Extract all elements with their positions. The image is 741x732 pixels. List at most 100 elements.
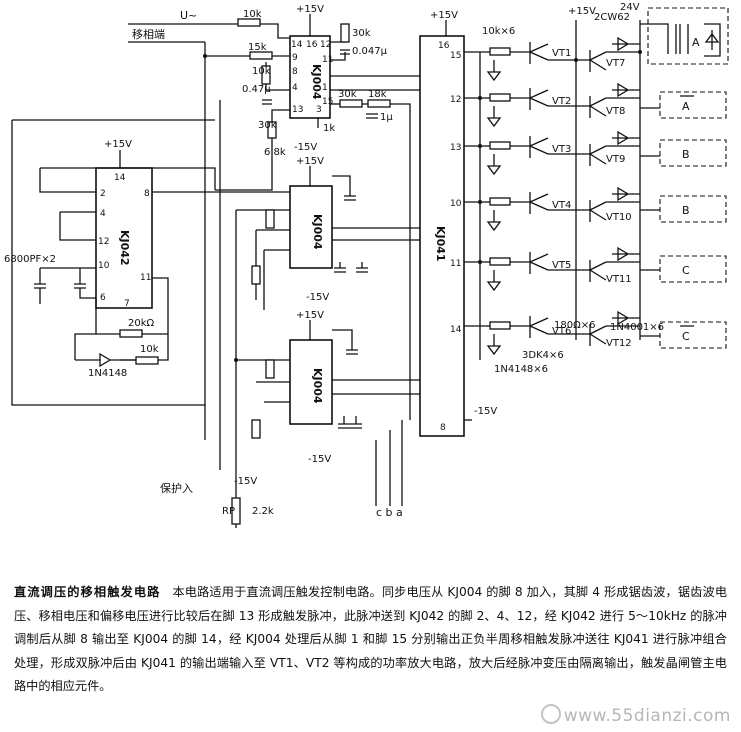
vt9-label: VT9 (606, 154, 625, 165)
r-68k-label: 6.8k (264, 147, 286, 158)
c-0047-label: 0.047μ (352, 46, 388, 57)
svg-text:2: 2 (100, 189, 106, 199)
r-10k-label-3: 10k (140, 344, 159, 355)
r-30k-label-3: 30k (338, 89, 357, 100)
vt2-label: VT2 (552, 96, 571, 107)
vcc-label-top: +15V (296, 4, 324, 15)
vt10-label: VT10 (606, 212, 632, 223)
ic-kj004-1-name: KJ004 (310, 64, 323, 100)
vt5-label: VT5 (552, 260, 571, 271)
c-047-label: 0.47μ (242, 84, 271, 95)
vee-label-2: -15V (306, 292, 329, 303)
diode-1n4148-label: 1N4148 (88, 368, 127, 379)
ic-kj004-3 (289, 339, 333, 425)
caption: 直流调压的移相触发电路 本电路适用于直流调压触发控制电路。同步电压从 KJ004… (14, 581, 727, 699)
svg-text:15: 15 (322, 97, 333, 107)
ic-kj004-1 (289, 35, 331, 119)
output-channels (464, 20, 660, 360)
vcc-label-vt7: +15V (568, 6, 596, 17)
output-b-bar-label: B (682, 204, 690, 217)
pulse-transformer-a: A (640, 7, 729, 65)
svg-text:1: 1 (322, 83, 328, 93)
vt7-label: VT7 (606, 58, 625, 69)
c-6800pf-label: 6800PF×2 (4, 254, 56, 265)
r-15k-label: 15k (248, 42, 267, 53)
r-10k-label: 10k (243, 9, 262, 20)
vcc-label-2: +15V (296, 156, 324, 167)
phase-inputs-cba-label: c b a (376, 506, 403, 519)
vcc-label-kj041: +15V (430, 10, 458, 21)
vt11-label: VT11 (606, 274, 632, 285)
svg-text:15: 15 (450, 51, 461, 61)
svg-text:9: 9 (292, 53, 298, 63)
r-10k-label-2: 10k (252, 66, 271, 77)
vcc-label-3: +15V (296, 310, 324, 321)
transistor-3dk4-x6-label: 3DK4×6 (522, 350, 564, 361)
svg-text:14: 14 (291, 40, 303, 50)
output-box-b (659, 139, 727, 167)
svg-text:11: 11 (140, 273, 151, 283)
svg-text:14: 14 (114, 173, 126, 183)
output-c-bar-label: C (682, 330, 690, 343)
output-a-bar-label: A (682, 100, 690, 113)
v24-label: 24V (620, 2, 640, 13)
svg-text:7: 7 (124, 299, 130, 309)
svg-text:4: 4 (292, 83, 298, 93)
vee-label-kj041: -15V (474, 406, 497, 417)
vt6-label: VT6 (552, 326, 571, 337)
ic-kj004-2-name: KJ004 (311, 214, 324, 250)
vt12-label: VT12 (606, 338, 632, 349)
svg-text:8: 8 (144, 189, 150, 199)
output-b-label: B (682, 148, 690, 161)
sync-voltage-label: U~ (180, 9, 197, 22)
svg-text:12: 12 (450, 95, 461, 105)
watermark: www.55dianzi.com (540, 704, 731, 726)
svg-text:12: 12 (320, 40, 331, 50)
caption-body: 本电路适用于直流调压触发控制电路。同步电压从 KJ004 的脚 8 加入，其脚 … (14, 585, 728, 693)
output-box-b-bar (659, 195, 727, 223)
svg-text:11: 11 (450, 259, 461, 269)
svg-text:4: 4 (100, 209, 106, 219)
svg-text:8: 8 (440, 423, 446, 433)
diode-1n4001-x6-label: 1N4001×6 (610, 322, 664, 333)
protect-input-label: 保护入 (160, 481, 193, 495)
vee-label-3: -15V (308, 454, 331, 465)
ic-kj042 (95, 167, 153, 309)
diode-1n4148-x6-label: 1N4148×6 (494, 364, 548, 375)
watermark-logo-icon (540, 704, 561, 724)
svg-text:3: 3 (316, 105, 322, 115)
output-c-label: C (682, 264, 690, 277)
r-22k-label: 2.2k (252, 506, 274, 517)
vt1-label: VT1 (552, 48, 571, 59)
r-18k-label: 18k (368, 89, 387, 100)
watermark-text: www.55dianzi.com (563, 706, 731, 726)
svg-text:12: 12 (98, 237, 109, 247)
r-30k-label-2: 30k (258, 120, 277, 131)
ic-kj004-3-name: KJ004 (311, 368, 324, 404)
potentiometer-rp-label: RP (222, 506, 235, 517)
output-box-c (659, 255, 727, 283)
svg-text:16: 16 (306, 40, 318, 50)
c-1u-label: 1μ (380, 112, 393, 123)
ic-kj041 (419, 35, 465, 437)
svg-text:13: 13 (292, 105, 303, 115)
r-30k-label: 30k (352, 28, 371, 39)
svg-text:6: 6 (100, 293, 106, 303)
zener-2cw62-label: 2CW62 (594, 12, 630, 23)
svg-text:10: 10 (98, 261, 110, 271)
phase-shift-end-label: 移相端 (132, 28, 165, 41)
vcc-label-kj042: +15V (104, 139, 132, 150)
output-box-a-bar (659, 91, 727, 119)
vee-label-1: -15V (294, 142, 317, 153)
transformer-a-output-label: A (692, 36, 700, 49)
vee-label-rp: -15V (234, 476, 257, 487)
resistor-10k-top (237, 18, 261, 27)
vt8-label: VT8 (606, 106, 625, 117)
svg-text:10: 10 (450, 199, 462, 209)
svg-text:14: 14 (450, 325, 462, 335)
svg-text:8: 8 (292, 67, 298, 77)
output-box-c-bar (659, 321, 727, 349)
ic-kj041-name: KJ041 (434, 226, 447, 262)
svg-text:13: 13 (450, 143, 461, 153)
